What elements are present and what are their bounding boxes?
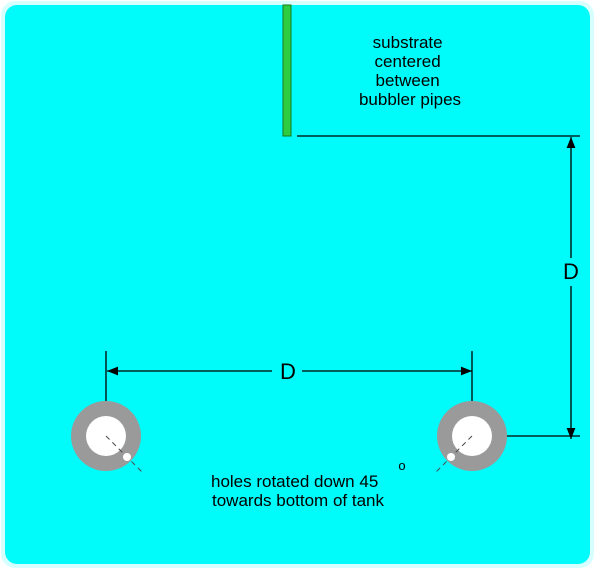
holes-note-line: holes rotated down 45 [211, 472, 378, 491]
substrate-note-line: between [375, 71, 439, 90]
left-bubbler-pipe [71, 401, 144, 474]
degree-symbol: o [398, 458, 405, 473]
right-bubbler-pipe [434, 401, 507, 474]
substrate-note-line: bubbler pipes [359, 90, 461, 109]
holes-note-line: towards bottom of tank [212, 491, 384, 510]
substrate-plate [282, 4, 292, 137]
vertical-dimension-label: D [563, 259, 579, 284]
hole [447, 453, 455, 461]
substrate-note-line: substrate [373, 33, 443, 52]
substrate-note-line: centered [375, 52, 441, 71]
substrate-note: substrate centered between bubbler pipes [359, 33, 461, 109]
horizontal-dimension-label: D [280, 359, 296, 384]
hole [123, 453, 131, 461]
holes-note: holes rotated down 45 towards bottom of … [211, 472, 384, 510]
